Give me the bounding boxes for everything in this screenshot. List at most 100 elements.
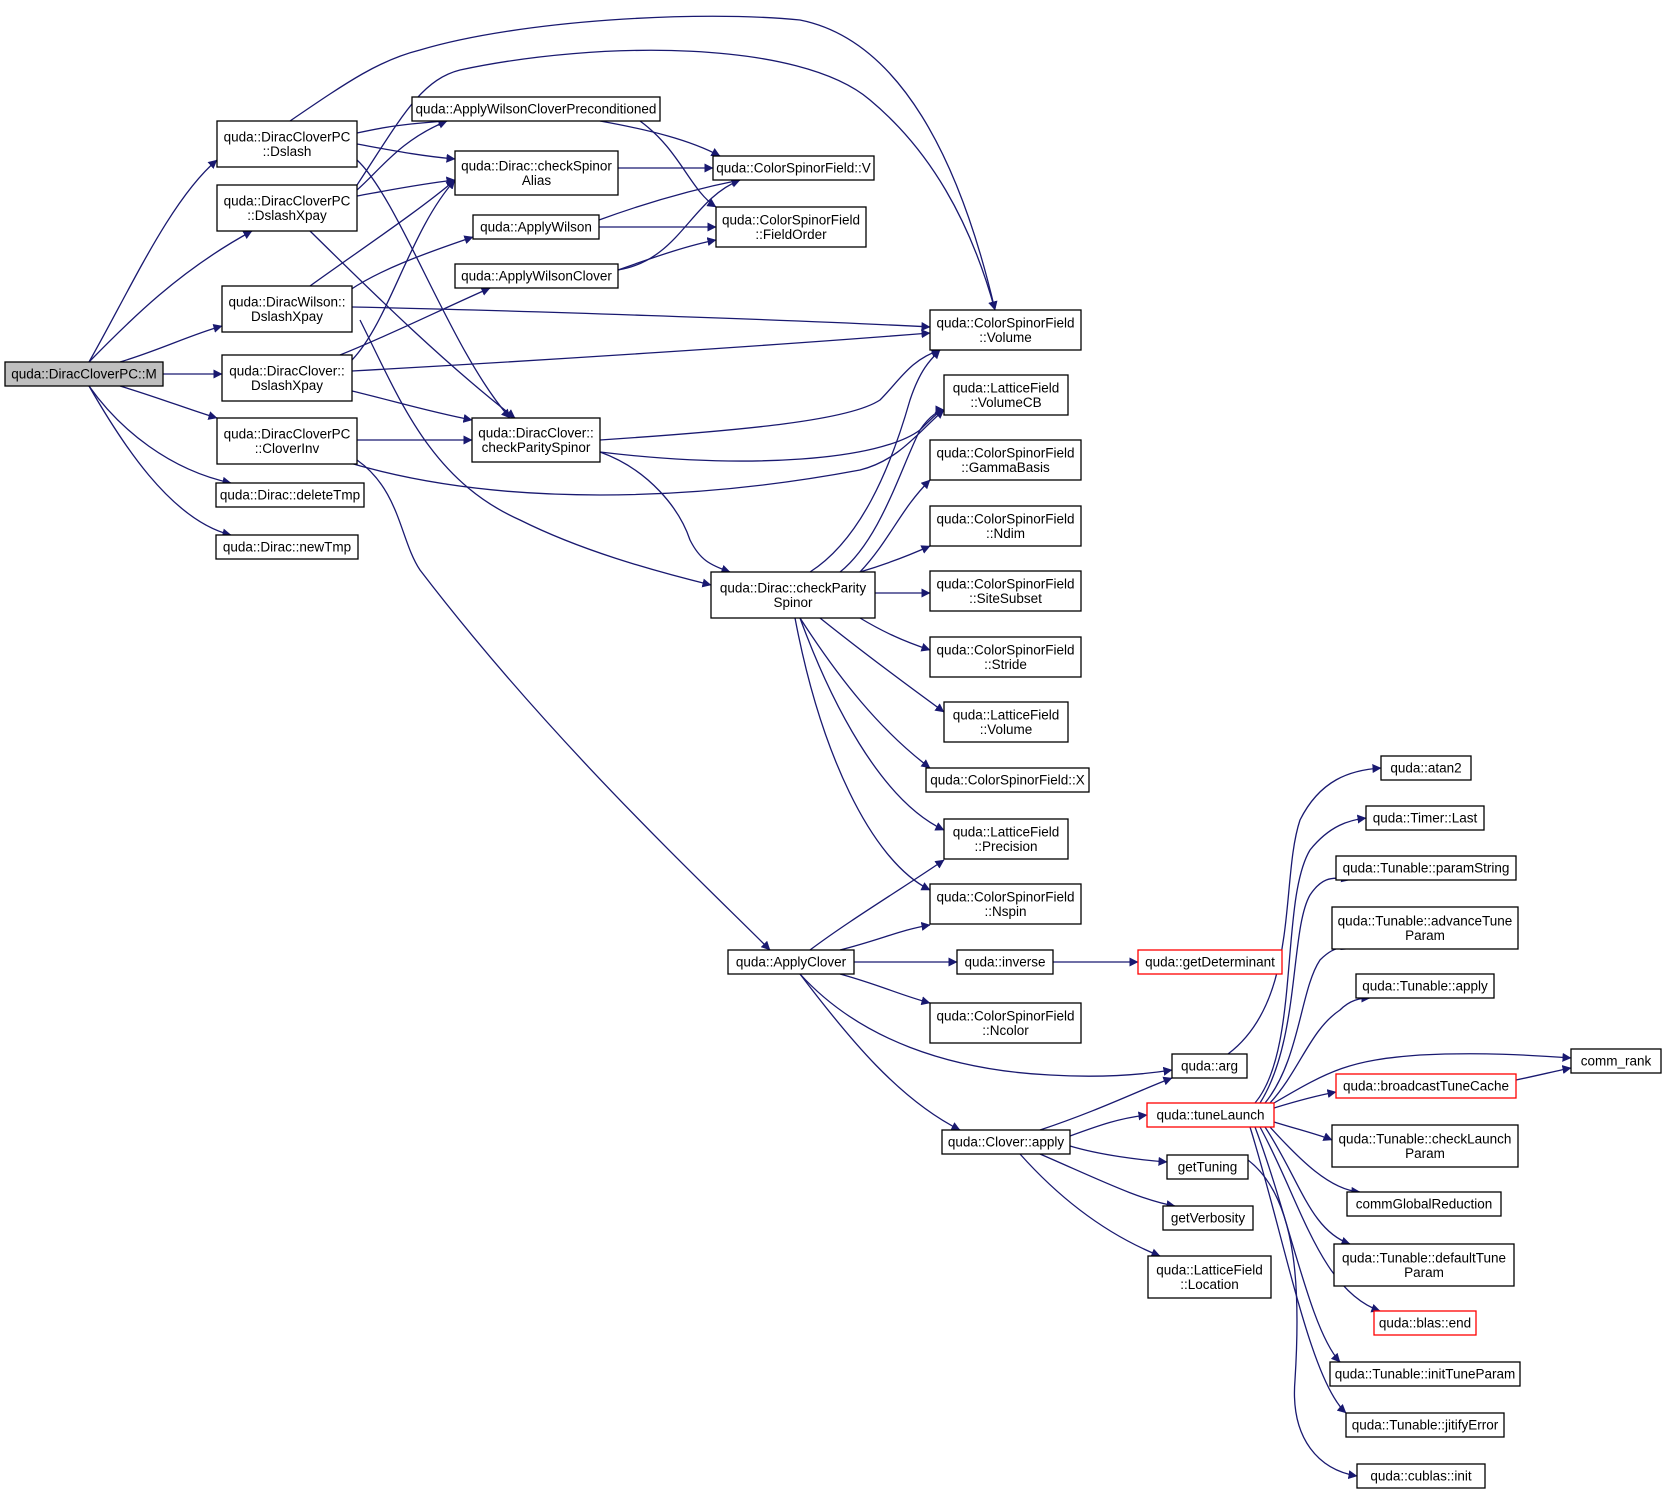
node-label: quda::Dirac::checkSpinor <box>461 158 612 173</box>
node-box <box>1329 1361 1521 1387</box>
edge-wilsonxpay-applywilson <box>349 235 474 291</box>
node-box <box>929 505 1082 547</box>
node-gammabasis[interactable]: quda::ColorSpinorField::GammaBasis <box>929 439 1082 481</box>
node-applyclover[interactable]: quda::ApplyClover <box>727 949 855 975</box>
node-label: ::Volume <box>980 722 1033 737</box>
edge-cloverapply-tunelaunch <box>1069 1111 1148 1137</box>
node-timerlast[interactable]: quda::Timer::Last <box>1365 805 1485 831</box>
node-label: ::Stride <box>984 657 1027 672</box>
node-label: comm_rank <box>1581 1054 1652 1069</box>
node-box <box>216 417 358 465</box>
node-box <box>221 354 353 402</box>
node-commglobal[interactable]: commGlobalReduction <box>1346 1191 1502 1217</box>
node-paramstring[interactable]: quda::Tunable::paramString <box>1335 855 1517 881</box>
node-cloverinv[interactable]: quda::DiracCloverPC::CloverInv <box>216 417 358 465</box>
node-lfvolume[interactable]: quda::LatticeField::Volume <box>943 701 1069 743</box>
node-label: quda::ColorSpinorField::V <box>716 161 871 176</box>
node-ncolor[interactable]: quda::ColorSpinorField::Ncolor <box>929 1002 1082 1044</box>
node-label: quda::ColorSpinorField <box>936 1008 1074 1023</box>
node-bcast[interactable]: quda::broadcastTuneCache <box>1335 1073 1517 1099</box>
node-dslash[interactable]: quda::DiracCloverPC::Dslash <box>216 120 358 168</box>
node-applywilson[interactable]: quda::ApplyWilson <box>472 214 600 240</box>
edge-cloverparity-checkparity <box>599 451 731 574</box>
node-location[interactable]: quda::LatticeField::Location <box>1147 1255 1272 1299</box>
edge-dslashxpay-cloverparity <box>309 230 516 419</box>
node-checkparity[interactable]: quda::Dirac::checkParitySpinor <box>710 571 876 619</box>
node-label: quda::Tunable::initTuneParam <box>1335 1367 1516 1382</box>
node-label: quda::inverse <box>964 955 1045 970</box>
edge-cloverapply-gettuning <box>1069 1145 1168 1166</box>
node-nspin[interactable]: quda::ColorSpinorField::Nspin <box>929 883 1082 925</box>
edge-dslash-cloverparity <box>356 159 511 419</box>
node-precision[interactable]: quda::LatticeField::Precision <box>943 818 1069 860</box>
node-label: quda::ColorSpinorField <box>936 445 1074 460</box>
edge-dslash-csfvolume <box>289 15 998 311</box>
node-applywilsonclover[interactable]: quda::ApplyWilsonClover <box>454 263 619 289</box>
edge-cloverinv-volumecb <box>339 409 945 496</box>
node-box <box>941 1129 1071 1155</box>
node-getverbosity[interactable]: getVerbosity <box>1162 1205 1254 1231</box>
node-label: quda::ApplyWilsonClover <box>461 269 612 284</box>
node-box <box>1345 1412 1505 1438</box>
node-atan2[interactable]: quda::atan2 <box>1380 755 1472 781</box>
node-wilsonxpay[interactable]: quda::DiracWilson::DslashXpay <box>221 285 353 333</box>
node-deletetmp[interactable]: quda::Dirac::deleteTmp <box>215 482 365 508</box>
node-box <box>943 374 1069 416</box>
node-cloverxpay[interactable]: quda::DiracClover::DslashXpay <box>221 354 353 402</box>
node-tunapply[interactable]: quda::Tunable::apply <box>1355 973 1495 999</box>
node-cloverparity[interactable]: quda::DiracClover::checkParitySpinor <box>471 417 601 463</box>
node-awcp[interactable]: quda::ApplyWilsonCloverPreconditioned <box>411 96 661 122</box>
edge-gettuning-cublasinit <box>1247 1159 1358 1480</box>
edge-arg-atan2 <box>1227 764 1382 1055</box>
edge-dslash-checkspinoralias <box>356 143 456 163</box>
node-csfV[interactable]: quda::ColorSpinorField::V <box>712 155 875 181</box>
node-cublasinit[interactable]: quda::cublas::init <box>1356 1463 1486 1489</box>
node-arg[interactable]: quda::arg <box>1171 1053 1248 1079</box>
node-label: ::Ndim <box>986 526 1025 541</box>
node-cloverapply[interactable]: quda::Clover::apply <box>941 1129 1071 1155</box>
node-ndim[interactable]: quda::ColorSpinorField::Ndim <box>929 505 1082 547</box>
node-commrank[interactable]: comm_rank <box>1570 1048 1662 1074</box>
node-box <box>215 482 365 508</box>
node-inittune[interactable]: quda::Tunable::initTuneParam <box>1329 1361 1521 1387</box>
node-box <box>929 883 1082 925</box>
node-dslashxpay[interactable]: quda::DiracCloverPC::DslashXpay <box>216 184 358 232</box>
node-volumecb[interactable]: quda::LatticeField::VolumeCB <box>943 374 1069 416</box>
node-newtmp[interactable]: quda::Dirac::newTmp <box>215 534 359 560</box>
edge-root-cloverinv <box>119 385 218 420</box>
edge-tunelaunch-bcast <box>1273 1089 1337 1109</box>
node-label: quda::LatticeField <box>953 380 1060 395</box>
node-blasend[interactable]: quda::blas::end <box>1373 1310 1477 1336</box>
node-getdet[interactable]: quda::getDeterminant <box>1137 949 1283 975</box>
node-stride[interactable]: quda::ColorSpinorField::Stride <box>929 636 1082 678</box>
edge-root-wilsonxpay <box>119 323 223 363</box>
edge-applywilsonclover-csfV <box>617 179 741 271</box>
node-gettuning[interactable]: getTuning <box>1166 1154 1249 1180</box>
edge-cloverapply-getverbosity <box>1039 1153 1176 1209</box>
node-tunelaunch[interactable]: quda::tuneLaunch <box>1146 1102 1275 1128</box>
node-csfX[interactable]: quda::ColorSpinorField::X <box>925 767 1090 793</box>
node-box <box>1147 1255 1272 1299</box>
node-root[interactable]: quda::DiracCloverPC::M <box>4 361 164 387</box>
node-box <box>1331 1124 1519 1168</box>
edge-applywilsonclover-fieldorder <box>617 237 717 271</box>
node-inverse[interactable]: quda::inverse <box>956 949 1054 975</box>
node-csfvolume[interactable]: quda::ColorSpinorField::Volume <box>929 309 1082 351</box>
node-box <box>1356 1463 1486 1489</box>
edge-dslash-awcp <box>356 117 448 134</box>
edge-checkparity-csfX <box>799 617 931 769</box>
edge-tunelaunch-jitify <box>1249 1126 1347 1414</box>
edge-tunelaunch-paramstring <box>1259 873 1351 1104</box>
node-fieldorder[interactable]: quda::ColorSpinorField::FieldOrder <box>715 206 867 248</box>
node-sitesubset[interactable]: quda::ColorSpinorField::SiteSubset <box>929 570 1082 612</box>
node-label: quda::Tunable::jitifyError <box>1352 1418 1499 1433</box>
node-jitify[interactable]: quda::Tunable::jitifyError <box>1345 1412 1505 1438</box>
edge-root-newtmp <box>88 385 232 538</box>
node-box <box>929 1002 1082 1044</box>
node-label: Param <box>1405 928 1445 943</box>
edge-cloverxpay-cloverparity <box>351 390 473 423</box>
